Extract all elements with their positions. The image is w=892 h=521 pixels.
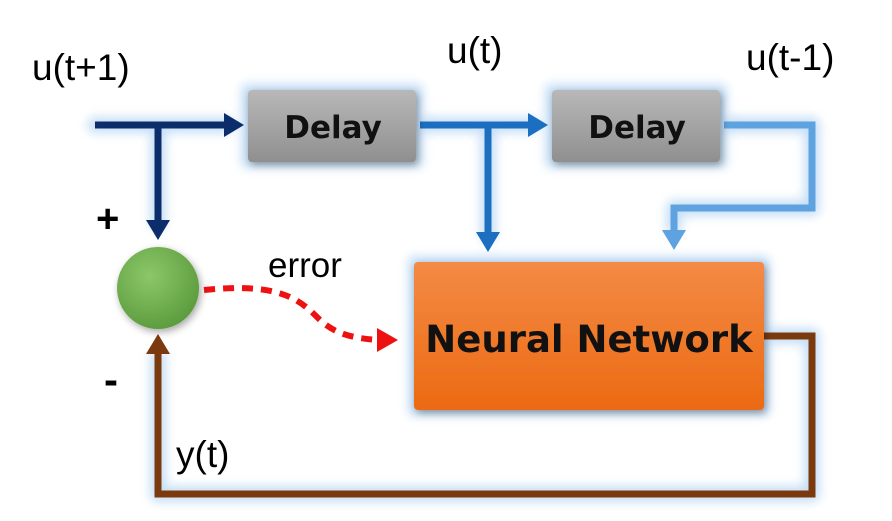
error-arrow — [203, 285, 398, 352]
neural-network-block — [414, 262, 764, 410]
delay-block-2 — [552, 90, 720, 162]
delay-block-2-label: Delay — [588, 110, 686, 146]
label-input-previous: u(t-1) — [746, 37, 834, 78]
feedback-arrow — [146, 332, 816, 498]
delay1-branch-arrow — [476, 125, 500, 252]
label-output: y(t) — [176, 434, 229, 475]
label-error: error — [268, 246, 342, 285]
summing-junction — [117, 247, 199, 329]
input-arrow — [95, 113, 244, 137]
delay1-output-arrow — [420, 113, 548, 137]
label-minus-sign: - — [104, 356, 118, 403]
delay-block-1-label: Delay — [284, 110, 382, 146]
delay-block-1 — [248, 90, 416, 162]
label-input-next: u(t+1) — [32, 47, 130, 88]
delay2-output-arrow — [662, 121, 816, 250]
input-branch-arrow — [146, 125, 170, 240]
neural-network-label: Neural Network — [425, 318, 754, 361]
summing-junction-icon — [117, 247, 199, 329]
label-input-current: u(t) — [447, 30, 503, 71]
label-plus-sign: + — [96, 197, 119, 241]
